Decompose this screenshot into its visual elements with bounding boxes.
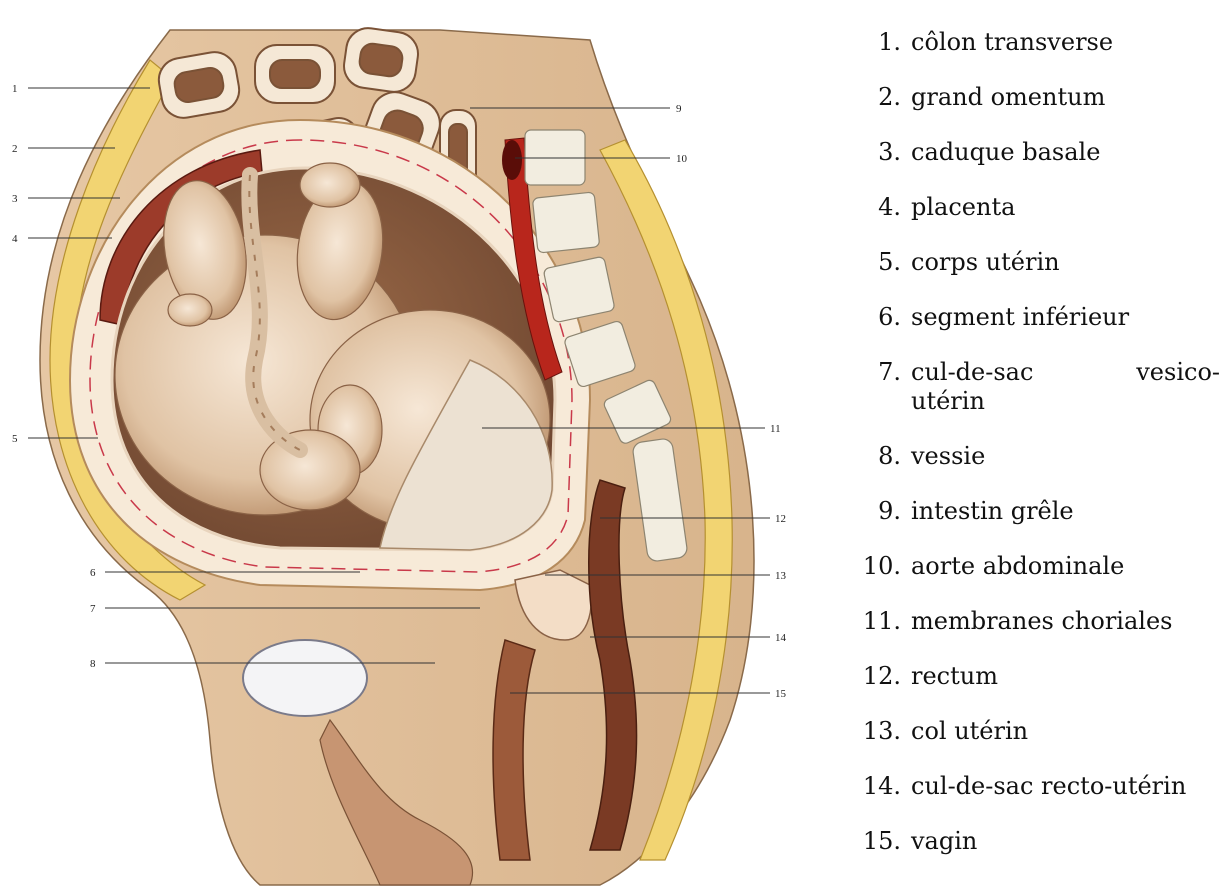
legend-number: 2. — [835, 83, 911, 111]
legend-number: 8. — [835, 442, 911, 470]
legend-number: 12. — [835, 662, 911, 690]
legend-item: 3.caduque basale — [835, 138, 1220, 166]
callout-13: 13 — [775, 570, 787, 582]
legend-item: 7.cul-de-sac vesico- — [835, 358, 1220, 386]
legend-number: 15. — [835, 827, 911, 855]
legend-label: membranes choriales — [911, 607, 1220, 635]
legend-number: 4. — [835, 193, 911, 221]
legend-label: segment inférieur — [911, 303, 1220, 331]
callout-1: 1 — [12, 83, 18, 95]
legend-label: cul-de-sac recto-utérin — [911, 772, 1220, 800]
legend-number: 3. — [835, 138, 911, 166]
callout-3: 3 — [12, 193, 18, 205]
legend-item: 11.membranes choriales — [835, 607, 1220, 635]
legend-number: 9. — [835, 497, 911, 525]
bladder — [243, 640, 367, 716]
legend-label: vagin — [911, 827, 1220, 855]
legend-label: corps utérin — [911, 248, 1220, 276]
legend-item: 15.vagin — [835, 827, 1220, 855]
callout-2: 2 — [12, 143, 18, 155]
legend-item: 1.côlon transverse — [835, 28, 1220, 56]
legend-label: col utérin — [911, 717, 1220, 745]
legend-item: 13.col utérin — [835, 717, 1220, 745]
legend-label: grand omentum — [911, 83, 1220, 111]
legend-label: intestin grêle — [911, 497, 1220, 525]
callout-8: 8 — [90, 658, 96, 670]
legend-number: 14. — [835, 772, 911, 800]
legend-item: 4.placenta — [835, 193, 1220, 221]
callout-14: 14 — [775, 632, 787, 644]
legend-number: 1. — [835, 28, 911, 56]
legend-number: 11. — [835, 607, 911, 635]
legend-label: vessie — [911, 442, 1220, 470]
legend-label: cul-de-sac vesico- — [911, 358, 1220, 386]
legend-list: 1.côlon transverse 2.grand omentum 3.cad… — [835, 28, 1220, 882]
legend-number: 5. — [835, 248, 911, 276]
legend-item: 10.aorte abdominale — [835, 552, 1220, 580]
legend-label: placenta — [911, 193, 1220, 221]
legend-number: 10. — [835, 552, 911, 580]
callout-11: 11 — [770, 423, 781, 435]
legend-item: 8.vessie — [835, 442, 1220, 470]
aorta-section — [502, 140, 522, 180]
legend-item: 2.grand omentum — [835, 83, 1220, 111]
legend-label: aorte abdominale — [911, 552, 1220, 580]
legend-number: 6. — [835, 303, 911, 331]
callout-10: 10 — [676, 153, 688, 165]
legend-item: 14.cul-de-sac recto-utérin — [835, 772, 1220, 800]
callout-15: 15 — [775, 688, 787, 700]
legend-label-continuation: utérin — [911, 387, 1220, 415]
legend-item: 6.segment inférieur — [835, 303, 1220, 331]
legend-item: 12.rectum — [835, 662, 1220, 690]
legend-label: côlon transverse — [911, 28, 1220, 56]
callout-9: 9 — [676, 103, 682, 115]
legend-item: 5.corps utérin — [835, 248, 1220, 276]
callout-7: 7 — [90, 603, 96, 615]
legend-label: rectum — [911, 662, 1220, 690]
legend-number: 7. — [835, 358, 911, 386]
callout-12: 12 — [775, 513, 786, 525]
legend-item-continuation: utérin — [835, 387, 1220, 415]
legend-item: 9.intestin grêle — [835, 497, 1220, 525]
callout-6: 6 — [90, 567, 96, 579]
anatomy-illustration: 1 2 3 4 5 6 7 8 9 10 11 12 13 14 15 — [0, 0, 820, 890]
legend-number: 13. — [835, 717, 911, 745]
callout-4: 4 — [12, 233, 18, 245]
legend-label: caduque basale — [911, 138, 1220, 166]
callout-5: 5 — [12, 433, 18, 445]
